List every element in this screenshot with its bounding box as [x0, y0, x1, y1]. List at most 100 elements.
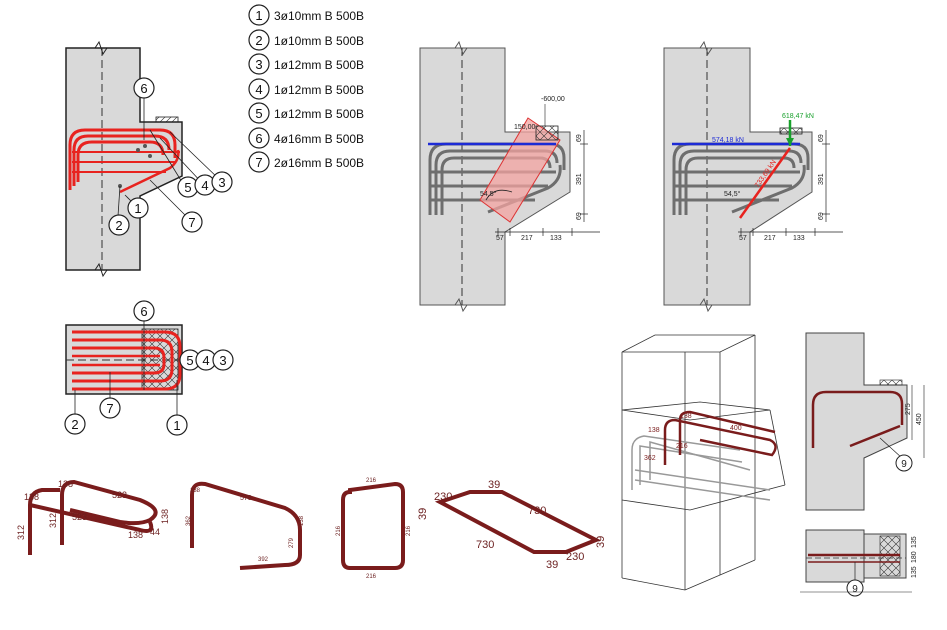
- shape-b-label-1: 578: [240, 495, 252, 502]
- legend-num: 5: [255, 106, 262, 121]
- shape-a-label-3: 312: [16, 525, 26, 540]
- shape-c-label-0: 216: [366, 478, 377, 484]
- legend-text: 1ø12mm B 500B: [274, 83, 364, 97]
- force-dim-v-2: 69: [818, 212, 825, 220]
- force-load-label: 618,47 kN: [782, 113, 814, 120]
- shape-d-label-0: 230: [434, 491, 452, 503]
- strut-dim-h-0: 57: [496, 235, 504, 242]
- detail-side-dim-1: 450: [916, 413, 923, 425]
- bar-legend: 1 3ø10mm B 500B 2 1ø10mm B 500B 3 1ø12mm…: [248, 4, 364, 173]
- strut-plate-label: 150,00: [514, 124, 536, 131]
- strut-dim-h-2: 133: [550, 235, 562, 242]
- legend-item: 7 2ø16mm B 500B: [248, 151, 364, 173]
- legend-text: 1ø12mm B 500B: [274, 107, 364, 121]
- shape-c-label-3: 216: [406, 525, 412, 536]
- detail-side-view: 9 275 450: [805, 332, 925, 511]
- iso-label-0: 138: [648, 427, 660, 434]
- shape-a-label-6: 138: [128, 530, 143, 540]
- force-results-view: 618,47 kN 574,18 kN 733,69 kN 54,5° 57 2…: [663, 40, 843, 313]
- shape-c-label-1: 216: [336, 525, 342, 536]
- shape-d-label-1: 39: [488, 479, 500, 491]
- legend-num: 6: [255, 131, 262, 146]
- force-tie-label: 574,18 kN: [712, 137, 744, 144]
- legend-text: 3ø10mm B 500B: [274, 9, 364, 23]
- shape-d-label-7: 39: [595, 536, 607, 548]
- legend-item: 5 1ø12mm B 500B: [248, 102, 364, 124]
- elevation-callout-6: 6: [140, 81, 147, 96]
- plan-callout-5: 5: [186, 353, 193, 368]
- shape-c-label-2: 216: [366, 574, 377, 580]
- detail-side-callout: 9: [901, 459, 907, 470]
- legend-num: 3: [255, 57, 262, 72]
- force-dim-h-1: 217: [764, 235, 776, 242]
- strut-dim-v-1: 391: [576, 173, 583, 185]
- shape-a-label-7: 44: [150, 527, 160, 537]
- corbel-elevation-view: 6 5 4 3 1 2 7: [65, 40, 233, 278]
- force-dim-h-2: 133: [793, 235, 805, 242]
- shape-b-label-3: 392: [258, 557, 269, 563]
- elevation-callout-4: 4: [201, 178, 208, 193]
- shape-a-label-5: 523: [72, 512, 87, 522]
- plan-callouts: 6 5 4 3 2 7 1: [64, 300, 234, 436]
- elevation-callouts: 6 5 4 3 1 2 7: [108, 77, 233, 236]
- shape-a-label-8: 138: [160, 509, 170, 524]
- corbel-plan-view: 6 5 4 3 2 7 1: [64, 300, 234, 436]
- legend-item: 4 1ø12mm B 500B: [248, 78, 364, 100]
- shape-b-label-5: 138: [299, 515, 305, 526]
- plan-callout-6: 6: [140, 304, 147, 319]
- elevation-callout-2: 2: [115, 218, 122, 233]
- plan-callout-2: 2: [71, 417, 78, 432]
- shape-b-label-0: 138: [190, 488, 201, 494]
- bar-shape-c: 216 216 216 216: [336, 478, 412, 580]
- force-dim-v-1: 391: [818, 173, 825, 185]
- shape-d-label-5: 39: [546, 559, 558, 571]
- plan-callout-7: 7: [106, 401, 113, 416]
- shape-a-label-0: 138: [24, 492, 39, 502]
- strut-angle-label: 54,5°: [480, 190, 497, 198]
- shape-a-label-4: 312: [48, 513, 58, 528]
- elevation-callout-3: 3: [218, 175, 225, 190]
- elevation-callout-1: 1: [134, 201, 141, 216]
- legend-item: 6 4ø16mm B 500B: [248, 127, 364, 149]
- force-angle-label: 54,5°: [724, 190, 741, 198]
- detail-side-dim-0: 275: [905, 403, 912, 415]
- legend-item: 1 3ø10mm B 500B: [248, 4, 364, 26]
- plan-callout-4: 4: [202, 353, 209, 368]
- shape-d-label-2: 39: [417, 508, 429, 520]
- legend-text: 4ø16mm B 500B: [274, 132, 364, 146]
- bar-shape-d: 230 39 39 730 730 39 230 39: [417, 479, 607, 571]
- iso-label-4: 216: [676, 443, 688, 450]
- legend-num: 1: [255, 8, 262, 23]
- strut-dim-v-2: 69: [576, 212, 583, 220]
- bar-shape-b: 138 578 362 392 279 138: [186, 481, 305, 570]
- legend-text: 2ø16mm B 500B: [274, 156, 364, 170]
- iso-label-3: 362: [644, 455, 656, 462]
- legend-item: 2 1ø10mm B 500B: [248, 29, 364, 51]
- elevation-rebar: [68, 128, 180, 194]
- detail-plan-dim-1: 180: [911, 551, 918, 563]
- legend-text: 1ø10mm B 500B: [274, 34, 364, 48]
- force-dim-v-0: 69: [818, 134, 825, 142]
- detail-plan-callout: 9: [852, 584, 858, 595]
- plan-callout-3: 3: [219, 353, 226, 368]
- shape-d-label-3: 730: [528, 505, 546, 517]
- strut-dim-h-1: 217: [521, 235, 533, 242]
- plan-callout-1: 1: [173, 418, 180, 433]
- detail-plan-view: 9 135 180 135: [800, 529, 918, 597]
- isometric-view: 138 138 400 362 216: [621, 334, 786, 591]
- shape-b-label-4: 279: [289, 537, 295, 548]
- strut-tie-model-view: -600,00 150,00 54,5° 57 217 133 69 391 6…: [419, 40, 600, 313]
- force-dim-h-0: 57: [739, 235, 747, 242]
- legend-item: 3 1ø12mm B 500B: [248, 53, 364, 75]
- iso-label-2: 400: [730, 425, 742, 432]
- detail-plan-dim-0: 135: [911, 536, 918, 548]
- iso-label-1: 138: [680, 413, 692, 420]
- bar-shape-a: 138 138 523 312 312 523 138 44 138: [16, 479, 170, 555]
- shape-b-label-2: 362: [186, 515, 192, 526]
- shape-d-label-6: 230: [566, 551, 584, 563]
- shape-a-label-2: 523: [112, 490, 127, 500]
- shape-a-label-1: 138: [58, 479, 73, 489]
- legend-num: 4: [255, 82, 262, 97]
- shape-d-label-4: 730: [476, 539, 494, 551]
